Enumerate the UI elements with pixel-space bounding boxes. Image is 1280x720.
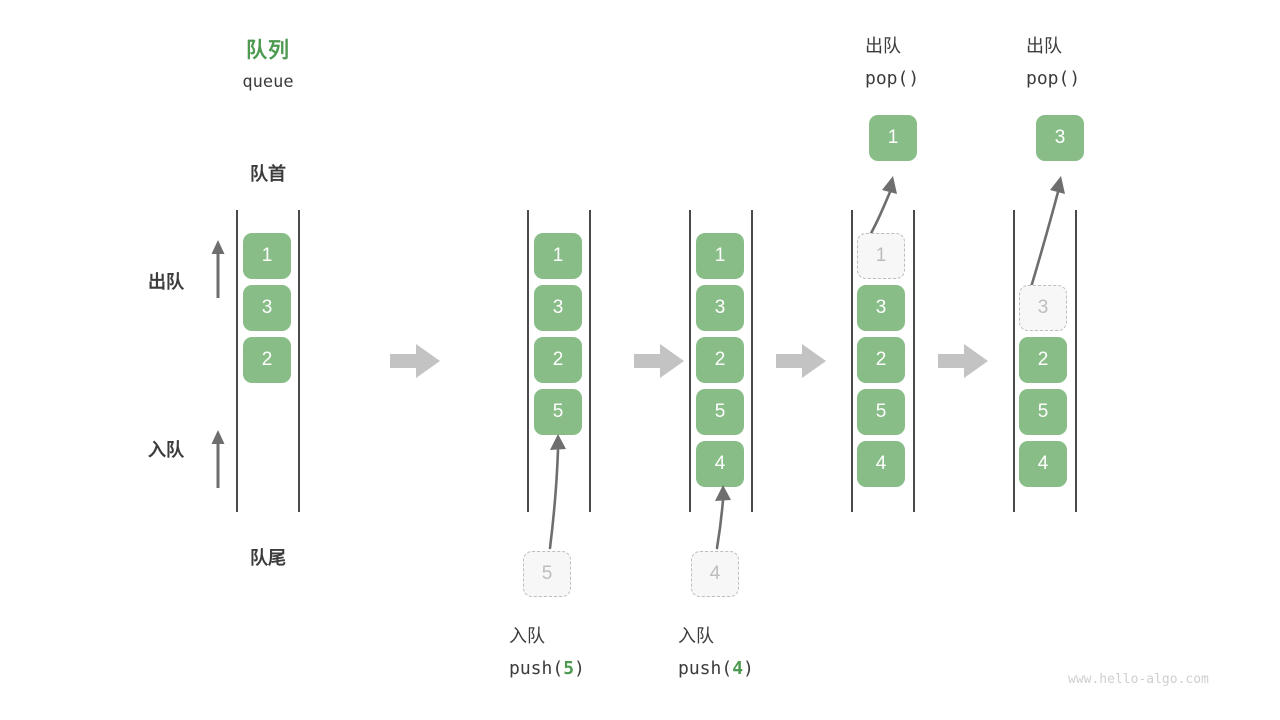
queue-cell: 3	[534, 285, 582, 331]
popped-cell: 1	[869, 115, 917, 161]
queue-rail-left	[689, 210, 691, 512]
queue-cell: 3	[857, 285, 905, 331]
dequeue-direction-label: 出队	[148, 272, 184, 292]
queue-rail-right	[298, 210, 300, 512]
step-caption-code-value: 5	[563, 658, 575, 679]
queue-rail-left	[1013, 210, 1015, 512]
step-caption-code-suffix: )	[908, 68, 920, 89]
queue-rear-label: 队尾	[250, 548, 286, 568]
queue-cell: 4	[696, 441, 744, 487]
incoming-ghost-cell: 4	[691, 551, 739, 597]
step-transition-arrow-icon	[776, 344, 826, 378]
queue-cell-ghost: 1	[857, 233, 905, 279]
queue-cell: 1	[243, 233, 291, 279]
step-transition-arrow-icon	[390, 344, 440, 378]
diagram-title-cn: 队列	[246, 39, 290, 62]
dequeue-motion-arrow-icon	[1018, 172, 1072, 296]
queue-rail-left	[851, 210, 853, 512]
queue-cell: 4	[1019, 441, 1067, 487]
enqueue-motion-arrow-icon	[530, 430, 580, 550]
watermark: www.hello-algo.com	[1068, 672, 1209, 687]
queue-cell: 3	[696, 285, 744, 331]
step-caption-code-value: 4	[732, 658, 744, 679]
queue-cell: 2	[696, 337, 744, 383]
step-transition-arrow-icon	[634, 344, 684, 378]
queue-cell: 2	[857, 337, 905, 383]
queue-cell: 1	[534, 233, 582, 279]
incoming-ghost-cell: 5	[523, 551, 571, 597]
step-caption-code-prefix: pop(	[865, 68, 909, 89]
dequeue-direction-arrow-icon	[208, 238, 228, 300]
step-caption-code: pop()	[1026, 68, 1080, 89]
queue-cell: 5	[534, 389, 582, 435]
step-caption-cn: 出队	[865, 36, 901, 56]
step-caption-code-prefix: push(	[509, 658, 564, 679]
step-transition-arrow-icon	[938, 344, 988, 378]
queue-cell: 5	[1019, 389, 1067, 435]
queue-cell: 1	[696, 233, 744, 279]
step-caption-code: pop()	[865, 68, 919, 89]
queue-rail-right	[751, 210, 753, 512]
queue-cell: 2	[1019, 337, 1067, 383]
queue-rail-right	[913, 210, 915, 512]
queue-cell: 5	[696, 389, 744, 435]
step-caption-code-suffix: )	[574, 658, 585, 679]
queue-rail-left	[236, 210, 238, 512]
step-caption-code: push(4)	[678, 658, 754, 679]
queue-cell: 2	[534, 337, 582, 383]
diagram-title-en: queue	[242, 72, 294, 92]
enqueue-motion-arrow-icon	[698, 482, 748, 550]
step-caption-code-suffix: )	[1069, 68, 1081, 89]
step-caption-code-prefix: push(	[678, 658, 733, 679]
queue-cell: 5	[857, 389, 905, 435]
enqueue-direction-arrow-icon	[208, 428, 228, 490]
step-caption-code-prefix: pop(	[1026, 68, 1070, 89]
queue-rail-right	[589, 210, 591, 512]
step-caption-code: push(5)	[509, 658, 585, 679]
queue-rail-left	[527, 210, 529, 512]
queue-cell-ghost: 3	[1019, 285, 1067, 331]
queue-cell: 2	[243, 337, 291, 383]
step-caption-cn: 入队	[678, 626, 714, 646]
step-caption-code-suffix: )	[743, 658, 754, 679]
queue-cell: 3	[243, 285, 291, 331]
queue-front-label: 队首	[250, 164, 286, 184]
step-caption-cn: 出队	[1026, 36, 1062, 56]
queue-cell: 4	[857, 441, 905, 487]
enqueue-direction-label: 入队	[148, 440, 184, 460]
step-caption-cn: 入队	[509, 626, 545, 646]
popped-cell: 3	[1036, 115, 1084, 161]
queue-rail-right	[1075, 210, 1077, 512]
